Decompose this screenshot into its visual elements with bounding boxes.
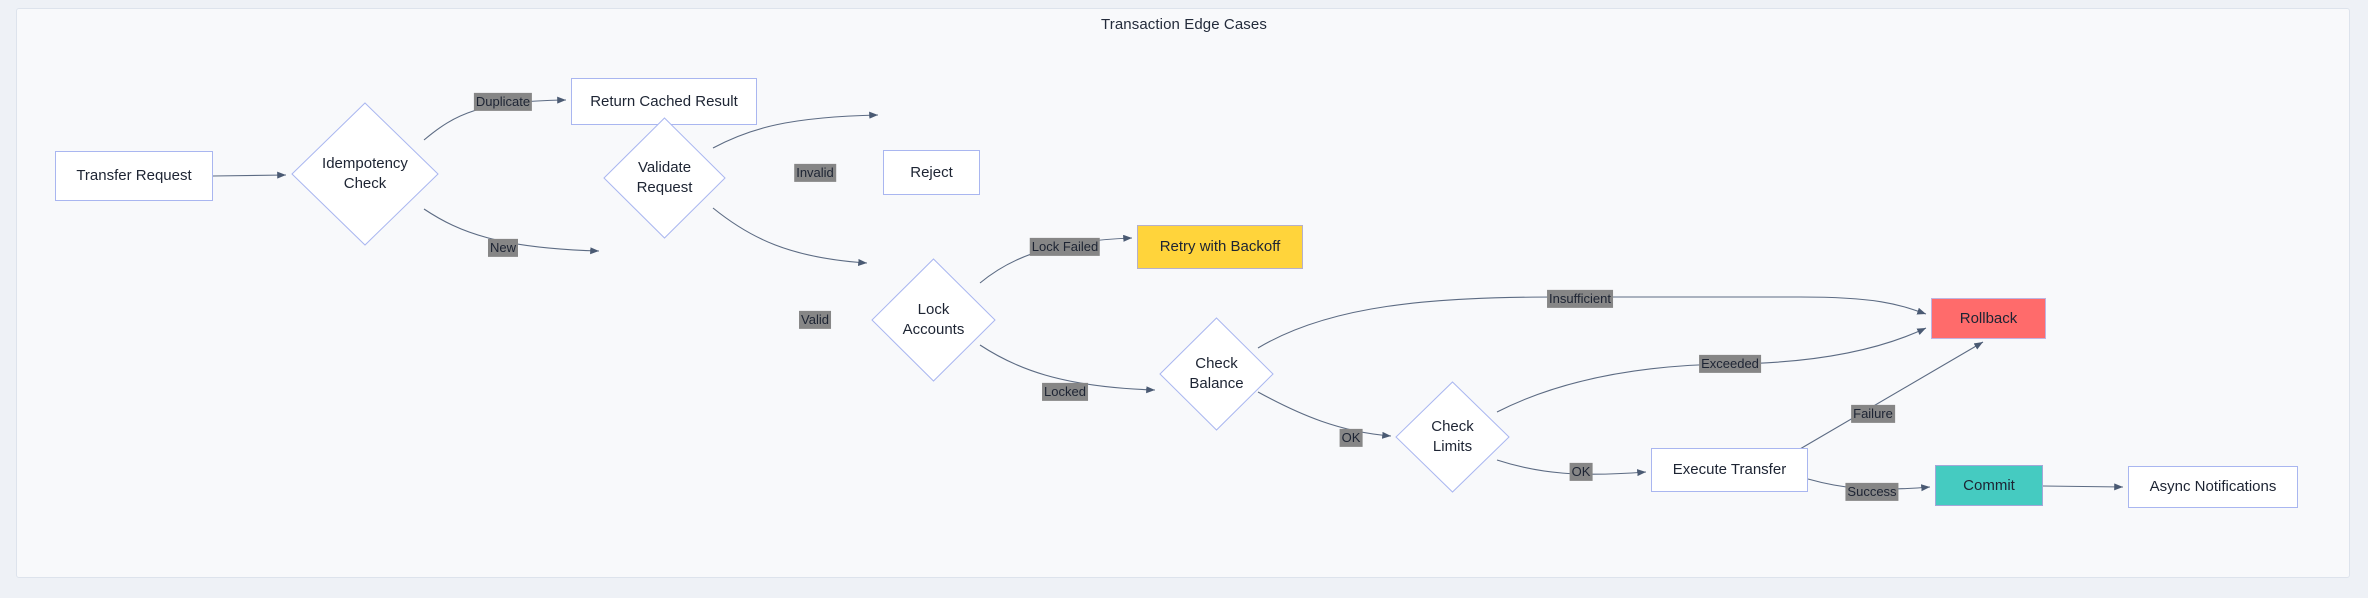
edge-label-exceeded: Exceeded xyxy=(1699,354,1761,374)
node-label: Retry with Backoff xyxy=(1159,238,1281,256)
edge-label-invalid: Invalid xyxy=(794,163,836,183)
node-execute-transfer[interactable]: Execute Transfer xyxy=(1651,448,1808,492)
node-label: Rollback xyxy=(1959,309,2018,327)
edge-label-locked: Locked xyxy=(1042,382,1088,402)
node-reject[interactable]: Reject xyxy=(883,150,980,195)
edge-idempotency-check-to-validate-request xyxy=(423,208,600,255)
edge-label-failure: Failure xyxy=(1851,404,1895,424)
diagram-title: Transaction Edge Cases xyxy=(1101,16,1267,33)
edge-label-valid: Valid xyxy=(799,310,831,330)
edge-label-lock-failed: Lock Failed xyxy=(1029,237,1101,257)
node-check-limits[interactable]: Check Limits xyxy=(1395,381,1510,493)
edge-commit-to-async-notifications xyxy=(2042,483,2124,491)
edge-label-success: Success xyxy=(1845,482,1899,502)
edge-check-limits-to-execute-transfer xyxy=(1496,459,1647,477)
edge-check-balance-to-check-limits xyxy=(1257,391,1392,439)
edge-lock-accounts-to-check-balance xyxy=(979,344,1156,394)
edge-label-ok-balance: OK xyxy=(1339,428,1363,448)
node-retry-with-backoff[interactable]: Retry with Backoff xyxy=(1137,225,1303,269)
node-label: Reject xyxy=(910,163,953,181)
node-validate-request[interactable]: Validate Request xyxy=(603,117,726,239)
edge-label-new: New xyxy=(487,238,519,258)
node-label: Execute Transfer xyxy=(1672,461,1787,479)
node-label: Transfer Request xyxy=(76,167,192,185)
node-async-notifications[interactable]: Async Notifications xyxy=(2128,466,2298,508)
edge-execute-transfer-to-rollback xyxy=(1799,341,1984,450)
node-check-balance[interactable]: Check Balance xyxy=(1159,317,1274,431)
edge-check-balance-to-rollback xyxy=(1257,296,1927,349)
edge-label-ok-limits: OK xyxy=(1569,462,1593,482)
node-commit[interactable]: Commit xyxy=(1935,465,2043,506)
edge-validate-request-to-reject xyxy=(712,111,879,149)
node-label: Async Notifications xyxy=(2149,478,2277,496)
node-transfer-request[interactable]: Transfer Request xyxy=(55,151,213,201)
edge-validate-request-to-lock-accounts xyxy=(712,207,868,266)
edge-label-duplicate: Duplicate xyxy=(473,92,533,112)
node-idempotency-check[interactable]: Idempotency Check xyxy=(291,102,439,246)
node-return-cached-result[interactable]: Return Cached Result xyxy=(571,78,757,125)
node-label: Return Cached Result xyxy=(590,92,738,110)
edge-label-insufficient: Insufficient xyxy=(1547,289,1613,309)
node-lock-accounts[interactable]: Lock Accounts xyxy=(871,258,996,382)
edge-transfer-request-to-idempotency-check xyxy=(212,171,287,179)
node-label: Commit xyxy=(1963,476,2015,494)
node-rollback[interactable]: Rollback xyxy=(1931,298,2046,339)
